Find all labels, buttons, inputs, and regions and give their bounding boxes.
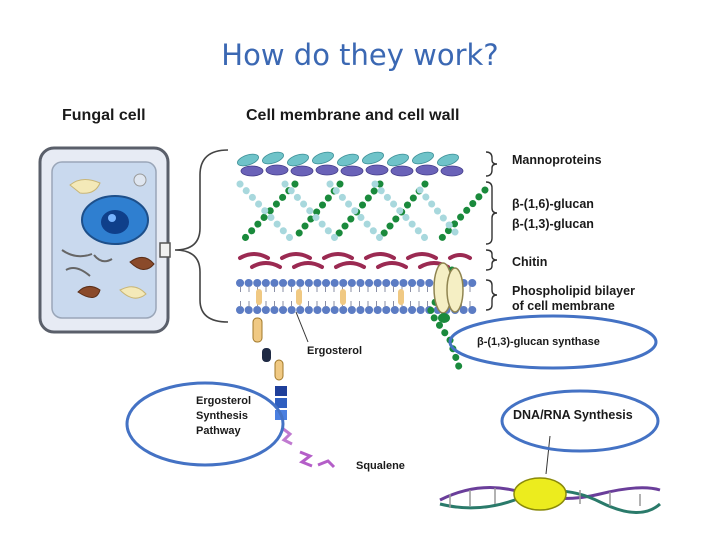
dna-rna-synthesis-highlight [500, 389, 660, 453]
chitin-layer [238, 252, 472, 269]
ergosterol-pathway-molecules [252, 317, 336, 469]
synthesis-pathway-line2: Synthesis [196, 410, 248, 422]
glucan-synthase-label: β-(1,3)-glucan synthase [477, 336, 600, 348]
bilayer-label-line1: Phospholipid bilayer [512, 284, 635, 298]
fungal-cell-illustration [38, 146, 171, 334]
b16-glucan-label: β-(1,6)-glucan [512, 197, 594, 211]
dna-rna-label: DNA/RNA Synthesis [513, 408, 633, 422]
ergosterol-label: Ergosterol [307, 345, 363, 357]
synthesis-pathway-line3: Pathway [196, 425, 241, 437]
synthesis-pathway-line1: Ergosterol [196, 395, 252, 407]
layer-braces [485, 151, 498, 311]
ergosterol-pointer [295, 311, 309, 343]
membrane-panel-label: Cell membrane and cell wall [246, 107, 460, 124]
mannoproteins-label: Mannoproteins [512, 153, 602, 167]
squalene-label: Squalene [356, 460, 405, 472]
dna-helix [439, 477, 662, 514]
nucleus [81, 195, 149, 245]
glucan-synthase-highlight [448, 314, 658, 370]
mannoprotein-layer [237, 151, 464, 177]
bilayer-label-line2: of cell membrane [512, 299, 615, 313]
glucan-layer [236, 180, 489, 244]
fungal-cell-label: Fungal cell [62, 107, 146, 124]
dna-pointer [545, 435, 551, 475]
chitin-label: Chitin [512, 255, 548, 269]
zoom-bracket [174, 149, 229, 323]
ergosterol-synthesis-highlight [125, 381, 285, 467]
slide-title: How do they work? [221, 38, 499, 72]
glucan-synthase-complex [425, 262, 464, 374]
b13-glucan-label: β-(1,3)-glucan [512, 217, 594, 231]
